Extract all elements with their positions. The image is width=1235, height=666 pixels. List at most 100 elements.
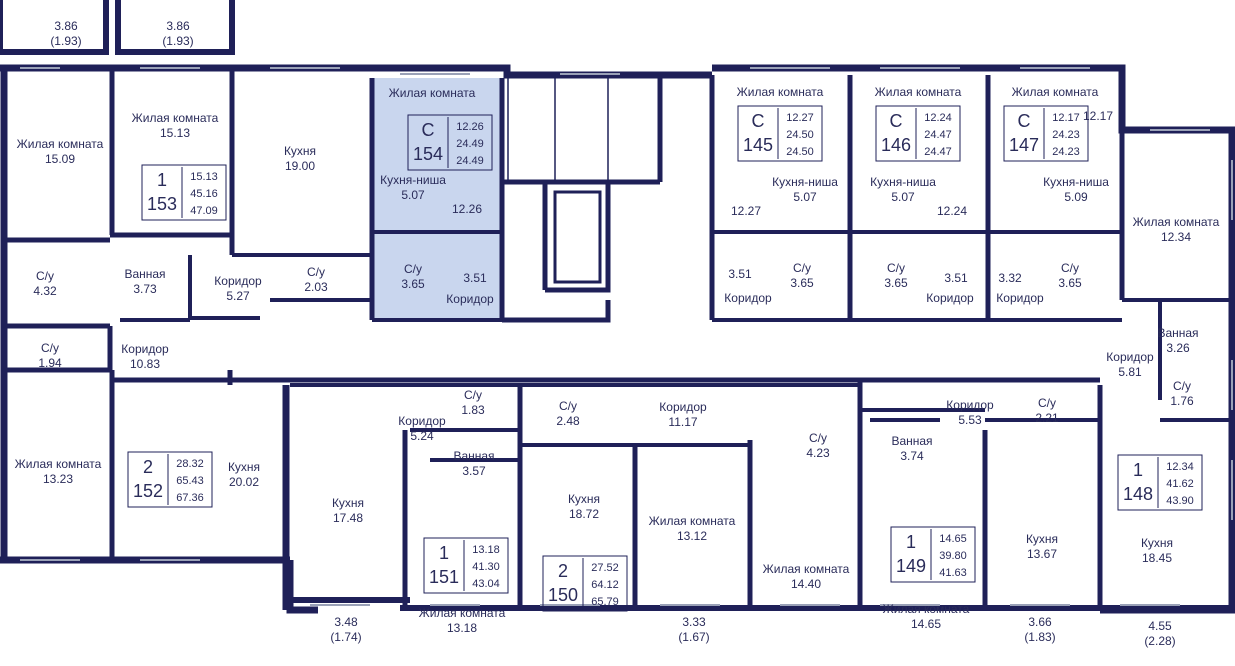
room-label-r-1227: 12.27 [731, 204, 761, 218]
apartment-total-area-152: 65.43 [176, 475, 204, 487]
apartment-living-area-147: 12.17 [1052, 112, 1080, 124]
apartment-box-147[interactable] [1003, 105, 1089, 162]
room-label-r-351-154: 3.51 [463, 271, 487, 285]
apartment-living-area-152: 28.32 [176, 458, 204, 470]
balcony-label-top-left: 3.86(1.93) [50, 19, 81, 48]
room-label-r-332: 3.32 [998, 271, 1022, 285]
apartment-area-coef-151: 43.04 [472, 578, 500, 590]
balcony-label-b150: 3.33(1.67) [678, 615, 709, 644]
apartment-living-area-146: 12.24 [924, 112, 952, 124]
room-label-r-cor-146: Коридор [926, 291, 974, 305]
apartment-total-area-149: 39.80 [939, 550, 967, 562]
room-label-r-351-146: 3.51 [944, 271, 968, 285]
apartment-rooms-150: 2 [558, 561, 568, 581]
apartment-number-148: 148 [1123, 484, 1153, 504]
apartment-living-area-148: 12.34 [1166, 461, 1194, 473]
room-label-r-liv-145: Жилая комната [737, 85, 824, 99]
windows [20, 67, 1233, 606]
apartment-box-152[interactable] [127, 451, 213, 508]
apartment-rooms-154: С [422, 120, 435, 140]
apartment-number-149: 149 [896, 556, 926, 576]
apartment-area-coef-152: 67.36 [176, 492, 204, 504]
apartment-rooms-145: С [752, 111, 765, 131]
apartment-rooms-146: С [890, 111, 903, 131]
apartment-rooms-151: 1 [439, 543, 449, 563]
apartment-box-149[interactable] [890, 526, 976, 583]
apartment-rooms-149: 1 [906, 532, 916, 552]
room-label-r-liv-146: Жилая комната [875, 85, 962, 99]
apartment-box-145[interactable] [737, 105, 823, 162]
apartment-box-154[interactable] [407, 114, 493, 171]
balcony-label-b148: 4.55(2.28) [1144, 619, 1175, 648]
apartment-total-area-154: 24.49 [456, 138, 484, 150]
apartment-box-150[interactable] [542, 555, 628, 612]
apartment-area-coef-149: 41.63 [939, 567, 967, 579]
apartment-area-coef-153: 47.09 [190, 205, 218, 217]
apartment-rooms-152: 2 [143, 457, 153, 477]
room-label-r-cor-154: Коридор [446, 292, 494, 306]
apartment-number-150: 150 [548, 585, 578, 605]
apartment-living-area-149: 14.65 [939, 533, 967, 545]
highlight-apartment-154 [372, 78, 502, 320]
apartment-area-coef-145: 24.50 [786, 146, 814, 158]
apartment-living-area-153: 15.13 [190, 171, 218, 183]
room-label-r-cor-147: Коридор [996, 291, 1044, 305]
apartment-area-coef-150: 65.79 [591, 596, 619, 608]
apartment-number-154: 154 [413, 144, 443, 164]
room-label-r-351-145: 3.51 [728, 267, 752, 281]
room-label-r-1217: 12.17 [1083, 109, 1113, 123]
apartment-box-153[interactable] [141, 164, 227, 221]
apartment-number-152: 152 [133, 481, 163, 501]
apartment-area-coef-148: 43.90 [1166, 495, 1194, 507]
apartment-rooms-153: 1 [157, 170, 167, 190]
apartment-rooms-147: С [1018, 111, 1031, 131]
balcony-label-top-second: 3.86(1.93) [162, 19, 193, 48]
apartment-area-coef-146: 24.47 [924, 146, 952, 158]
apartment-total-area-148: 41.62 [1166, 478, 1194, 490]
room-label-r-1226-154: 12.26 [452, 202, 482, 216]
apartment-total-area-147: 24.23 [1052, 129, 1080, 141]
room-label-r-1224: 12.24 [937, 204, 967, 218]
apartment-box-148[interactable] [1117, 454, 1203, 511]
apartment-number-151: 151 [429, 567, 459, 587]
apartment-living-area-145: 12.27 [786, 112, 814, 124]
apartment-box-151[interactable] [423, 537, 509, 594]
apartment-total-area-150: 64.12 [591, 579, 619, 591]
room-label-r-cor-145: Коридор [724, 291, 772, 305]
apartment-box-146[interactable] [875, 105, 961, 162]
apartment-area-coef-147: 24.23 [1052, 146, 1080, 158]
apartment-living-area-150: 27.52 [591, 562, 619, 574]
apartment-total-area-146: 24.47 [924, 129, 952, 141]
